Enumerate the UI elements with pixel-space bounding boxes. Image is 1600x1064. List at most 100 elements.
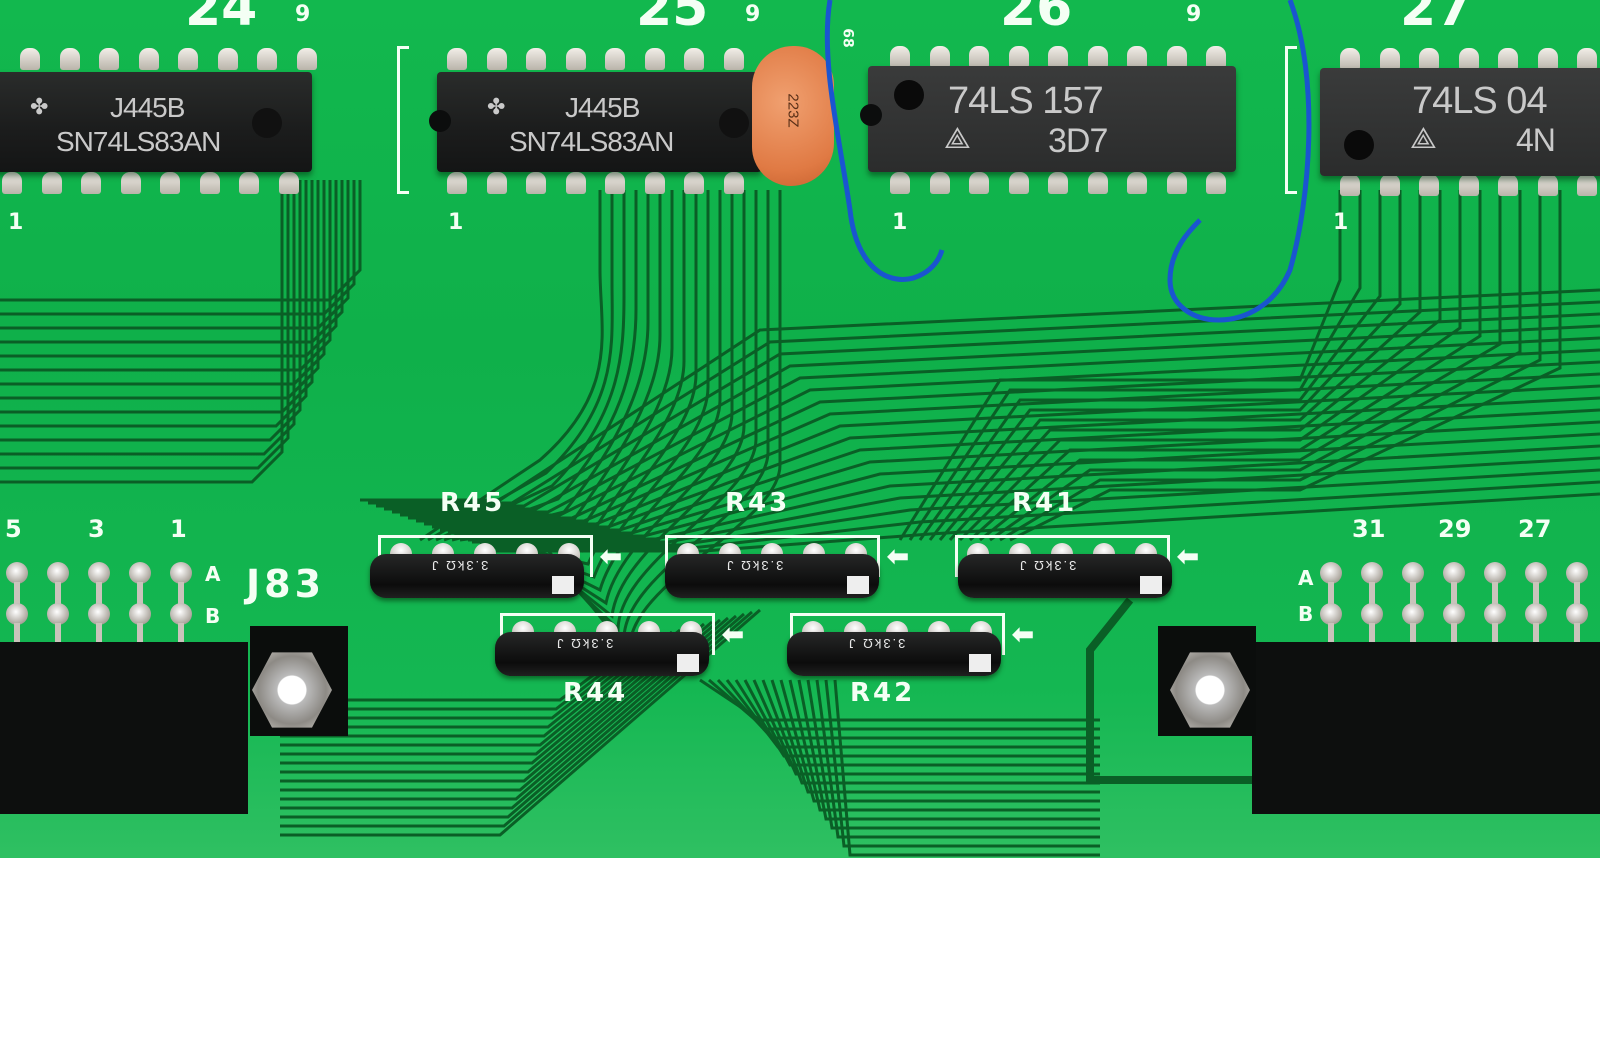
ic-pin [684,172,704,194]
trace [280,616,729,801]
arrow-left-icon: ⬅ [1177,541,1199,571]
resistor-value: 3.3kΩ J [555,636,614,651]
ic-outline [1285,46,1297,194]
ic-pin [1379,48,1400,70]
header-pin [1443,562,1465,584]
header-pin [170,603,192,625]
row-a-label: A [1298,566,1314,590]
trace [824,679,1100,848]
ic-marking-line1: 74LS 157 [948,80,1104,122]
trace [491,190,710,579]
resistor-ref-label: R43 [725,488,791,518]
connector-ref-label: J83 [246,562,326,606]
ic-pin [120,172,141,194]
ic-pin [160,172,180,194]
trace [928,190,1402,541]
ic-pin [81,172,101,194]
trace [280,614,737,810]
trace [1009,190,1562,542]
pin-number-29: 29 [1438,515,1472,543]
ic-27-74ls04: 74LS 04 ⟁ 4N [1320,68,1600,176]
ic-notch [429,110,451,132]
pin-number-3: 3 [88,515,105,543]
ic-pin [178,48,198,70]
trace [0,180,290,470]
trace [752,679,1100,776]
ic-pin [969,46,989,68]
ic-26-74ls157: 74LS 157 ⟁ 3D7 [860,66,1236,172]
ic-pin [1166,172,1187,194]
ic-pin [1498,48,1518,70]
trace [797,679,1100,821]
trace [806,679,1100,830]
ic-marking-line2: 3D7 [1048,122,1108,160]
pin1-label: 1 [892,210,908,235]
row-b-label: B [205,604,221,628]
ic-pin [605,48,625,70]
resistor-ref-label: R45 [440,488,506,518]
ic-pin [1577,174,1597,196]
trace [989,190,1522,542]
ic-pin [2,172,22,194]
manufacturer-logo-icon: ⟁ [944,122,971,155]
ic-outline [397,46,409,194]
blue-jumper-wires [824,0,1312,323]
pin1-marker [969,654,991,672]
ic-pin [1048,46,1068,68]
trace [958,190,1462,542]
trace [408,360,1600,520]
ic-pin [1537,174,1558,196]
header-pin [6,603,28,625]
arrow-left-icon: ⬅ [722,619,744,649]
ic-pin [199,172,220,194]
ic-pin [486,172,507,194]
edge-connector-left [0,642,248,814]
pin9-label: 9 [295,2,311,27]
header-pin [88,562,110,584]
header-pin [1566,603,1588,625]
pin1-marker [1140,576,1162,594]
trace [0,180,284,484]
trace [427,190,614,542]
trace [368,300,1600,505]
trace [280,612,745,819]
ic-marking-line2: SN74LS83AN [56,126,221,157]
ic-pin [565,172,586,194]
pin9-label: 9 [745,2,761,27]
ic-pin [723,172,744,194]
copper-traces [0,180,1600,857]
trace [0,180,326,386]
pin1-label: 1 [448,210,464,235]
ic-pin [1340,174,1360,196]
trace [770,679,1100,794]
header-pin [1402,562,1424,584]
ic-pin [59,48,80,70]
pin-number-27: 27 [1518,515,1552,543]
ic-pin [890,172,910,194]
trace [761,679,1100,785]
trace [424,384,1600,526]
pin1-marker [847,576,869,594]
trace [0,180,338,358]
ic-pin [1166,46,1187,68]
trace [815,679,1100,839]
trace [0,180,302,442]
header-pin [6,562,28,584]
trace [0,180,332,372]
ic-pin [1379,174,1400,196]
trace [0,180,314,414]
ic-marking-line2: SN74LS83AN [509,126,674,157]
resistor-ref-label: R44 [563,678,629,708]
ic-pin [969,172,989,194]
resistor-outline [665,535,880,577]
header-pin [1566,562,1588,584]
ic-pin [723,48,744,70]
header-pin [1320,603,1342,625]
ic-pin [447,48,467,70]
pin1-dot [1344,130,1374,160]
ic-pin [1419,48,1439,70]
resistor-value: 3.3kΩ J [725,558,784,573]
trace [467,190,674,542]
header-pin [129,562,151,584]
trace [0,180,308,428]
